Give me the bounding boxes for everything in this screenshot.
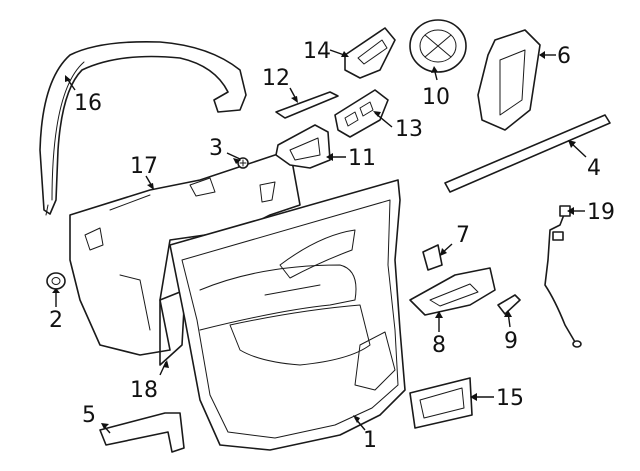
callout-3: 3 <box>209 136 223 161</box>
part-18-insulator <box>159 289 186 366</box>
part-3-screw <box>237 157 249 169</box>
part-16-frame-seal <box>39 40 247 216</box>
callout-13: 13 <box>395 117 423 142</box>
callout-14: 14 <box>303 39 331 64</box>
part-7-clip <box>422 244 443 271</box>
part-2-clip <box>46 272 66 290</box>
part-9-cover <box>497 294 521 315</box>
callout-19: 19 <box>587 200 615 225</box>
callout-18: 18 <box>130 378 158 403</box>
callout-7: 7 <box>456 223 470 248</box>
callout-9: 9 <box>504 329 518 354</box>
callout-11: 11 <box>348 146 376 171</box>
part-14-switch-bezel <box>344 27 396 79</box>
callout-1: 1 <box>363 428 377 453</box>
part-11-bracket <box>275 124 331 169</box>
callout-8: 8 <box>432 333 446 358</box>
part-8-door-handle <box>409 267 496 316</box>
part-6-switch-module <box>477 29 541 131</box>
callout-labels: 1 2 3 4 5 6 7 8 9 10 11 12 13 14 15 16 1… <box>49 39 615 453</box>
leader-arrowheads <box>52 51 576 429</box>
part-13-window-switch <box>334 89 389 138</box>
part-19-wire-harness <box>544 205 582 348</box>
part-4-belt-molding <box>444 114 611 193</box>
callout-4: 4 <box>587 156 601 181</box>
callout-5: 5 <box>82 403 96 428</box>
callout-12: 12 <box>262 66 290 91</box>
callout-15: 15 <box>496 386 524 411</box>
callout-17: 17 <box>130 154 158 179</box>
part-10-speaker <box>409 19 467 73</box>
callout-2: 2 <box>49 308 63 333</box>
part-15-handle-bezel <box>409 377 473 429</box>
part-1-door-trim-panel <box>169 179 406 451</box>
callout-16: 16 <box>74 91 102 116</box>
callout-6: 6 <box>557 44 571 69</box>
part-12-trim-strip <box>275 91 339 119</box>
part-5-bracket <box>99 412 185 453</box>
callout-10: 10 <box>422 85 450 110</box>
